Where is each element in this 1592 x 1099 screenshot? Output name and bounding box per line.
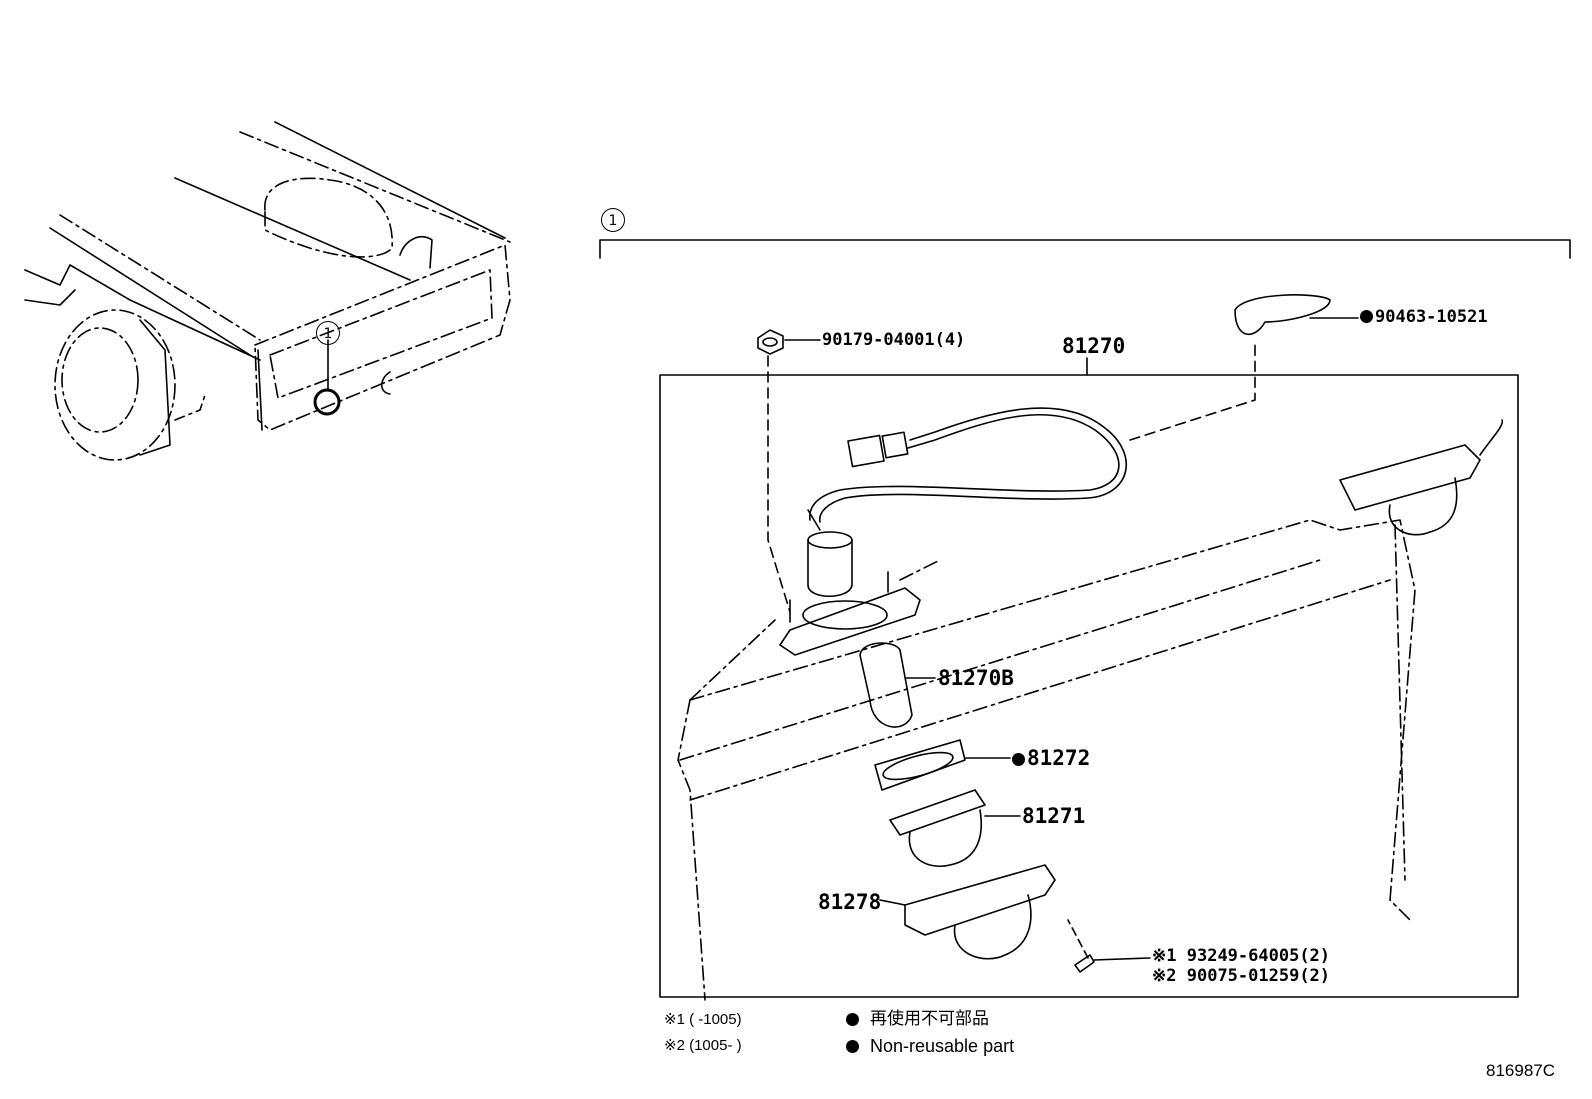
part-label-lens: 81271 — [1022, 804, 1086, 828]
screw-part — [1067, 919, 1151, 973]
truck-rear-illustration — [24, 121, 511, 461]
legend-jp: 再使用不可部品 — [870, 1009, 989, 1028]
clip-part — [1234, 294, 1359, 336]
tailgate-panel-lines — [677, 519, 1416, 1001]
part-label-81270: 81270 — [1062, 334, 1126, 358]
legend-en: Non-reusable part — [870, 1036, 1015, 1056]
part-label-nut: 90179-04001(4) — [822, 330, 966, 350]
assembly-frame — [659, 374, 1519, 998]
part-label-gasket: 81272 — [1012, 748, 1090, 769]
gasket-number: 81272 — [1027, 746, 1091, 770]
clip-number: 90463-10521 — [1375, 307, 1488, 327]
part-label-cover: 81278 — [818, 890, 882, 914]
nut-part — [757, 329, 821, 613]
cover-part — [879, 864, 1056, 960]
lens-part — [889, 789, 1021, 867]
non-reusable-dot-icon — [1012, 753, 1025, 766]
assembly-bracket — [599, 239, 1571, 259]
part-label-screw-2: ※2 90075-01259(2) — [1152, 968, 1330, 985]
part-label-screw-1: ※1 93249-64005(2) — [1152, 948, 1330, 965]
legend-dot-icon — [846, 1040, 859, 1053]
bulb-part — [859, 642, 936, 728]
assembly-callout-marker: 1 — [601, 208, 625, 232]
legend-dot-icon — [846, 1013, 859, 1026]
installed-lamp — [1339, 419, 1504, 536]
vehicle-callout-marker: 1 — [316, 321, 340, 345]
wire-harness — [807, 344, 1256, 531]
footnote-1: ※1 ( -1005) — [664, 1011, 742, 1028]
part-label-bulb: 81270B — [938, 666, 1014, 690]
screw-2-prefix: ※2 — [1152, 966, 1177, 986]
screw-1-prefix: ※1 — [1152, 946, 1177, 966]
screw-2-number: 90075-01259(2) — [1186, 966, 1331, 986]
screw-1-number: 93249-64005(2) — [1186, 946, 1331, 966]
diagram-id: 816987C — [1486, 1061, 1556, 1080]
footnote-2: ※2 (1005- ) — [664, 1037, 742, 1054]
socket-base — [779, 531, 921, 656]
part-label-clip: 90463-10521 — [1360, 309, 1488, 326]
non-reusable-dot-icon — [1360, 310, 1373, 323]
gasket-part — [874, 739, 1011, 791]
